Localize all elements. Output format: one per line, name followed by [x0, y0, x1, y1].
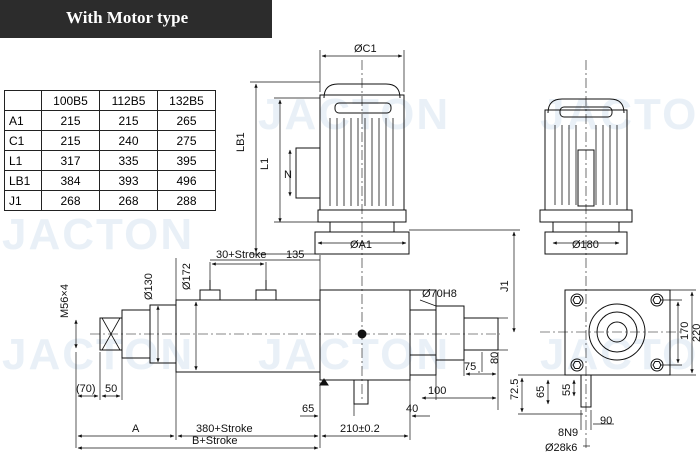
worm-shaft — [353, 379, 369, 405]
limit-switch-2 — [255, 289, 277, 301]
protection-tube — [175, 299, 321, 373]
trunnion-block — [435, 305, 465, 361]
dim-40: 40 — [406, 403, 418, 415]
table-cell: 496 — [157, 170, 216, 191]
table-cell: 335 — [99, 150, 158, 171]
dim-l1: L1 — [259, 158, 271, 170]
dim-8n9: 8N9 — [558, 427, 578, 439]
dim-30-stroke: 30+Stroke — [216, 249, 266, 261]
dim-65: 65 — [302, 403, 314, 415]
dim-80: 80 — [489, 352, 501, 364]
dim-130: Ø130 — [143, 273, 155, 300]
dim-380-stroke: 380+Stroke — [196, 423, 253, 435]
limit-switch-1 — [199, 289, 221, 301]
table-cell: 268 — [99, 190, 158, 211]
dim-m56: M56×4 — [59, 284, 71, 318]
lifting-eye-slot — [334, 102, 392, 114]
dim-72-5: 72.5 — [509, 379, 521, 400]
dim-n: N — [284, 169, 292, 181]
watermark: JACTON — [2, 330, 195, 379]
datum-mark — [319, 378, 329, 386]
dim-70-ref: (70) — [76, 383, 96, 395]
dim-28k6: Ø28k6 — [545, 442, 577, 454]
table-row: J1 268 268 288 — [4, 190, 216, 211]
watermark: JACTON — [540, 330, 700, 379]
dim-210: 210±0.2 — [340, 423, 380, 435]
cooling-fins — [329, 118, 394, 206]
dim-90: 90 — [600, 415, 612, 427]
table-row: LB1 384 393 496 — [4, 170, 216, 191]
dim-b-stroke: B+Stroke — [192, 435, 238, 447]
dimension-labels: ØC1 LB1 L1 N ØA1 Ø180 J1 30+Stroke 135 Ø… — [59, 43, 700, 454]
dimension-lines — [74, 50, 696, 450]
watermark: JACTON — [2, 210, 195, 259]
table-header-cell: 112B5 — [99, 90, 158, 111]
terminal-box — [295, 147, 321, 199]
dim-100: 100 — [428, 385, 446, 397]
dim-c1: ØC1 — [354, 43, 377, 55]
dim-172: Ø172 — [181, 263, 193, 290]
dim-a: A — [132, 423, 140, 435]
dim-50: 50 — [105, 383, 117, 395]
mounting-bolts — [570, 293, 664, 372]
row-label: A1 — [4, 110, 42, 131]
motor-side-view — [539, 60, 633, 450]
table-row: L1 317 335 395 — [4, 150, 216, 171]
trunnion-top — [409, 289, 437, 311]
dim-a1: ØA1 — [350, 239, 372, 251]
output-shaft-side — [580, 374, 592, 408]
page-title: With Motor type — [66, 8, 189, 27]
title-banner: With Motor type — [0, 0, 272, 38]
dimension-table: 100B5 112B5 132B5 A1 215 215 265 C1 215 … — [4, 90, 216, 211]
watermark: JACTON — [540, 90, 700, 139]
table-row: C1 215 240 275 — [4, 130, 216, 151]
table-row: A1 215 215 265 — [4, 110, 216, 131]
row-label: J1 — [4, 190, 42, 211]
dim-180: Ø180 — [572, 239, 599, 251]
table-cell: 288 — [157, 190, 216, 211]
gearbox-housing — [564, 289, 671, 376]
dim-170: 170 — [679, 322, 691, 340]
dim-j1: J1 — [499, 280, 511, 292]
dim-70h8: Ø70H8 — [422, 288, 457, 300]
dim-65-side: 65 — [535, 386, 547, 398]
dim-220: 220 — [691, 324, 700, 342]
dim-lb1: LB1 — [235, 132, 247, 152]
table-header-cell: 132B5 — [157, 90, 216, 111]
table-header-row: 100B5 112B5 132B5 — [4, 90, 216, 111]
dim-75: 75 — [464, 361, 476, 373]
dim-55: 55 — [561, 384, 573, 396]
dim-135: 135 — [286, 249, 304, 261]
motor-front-view — [295, 60, 410, 400]
trunnion-bottom — [409, 354, 437, 376]
table-cell: 384 — [41, 170, 100, 191]
